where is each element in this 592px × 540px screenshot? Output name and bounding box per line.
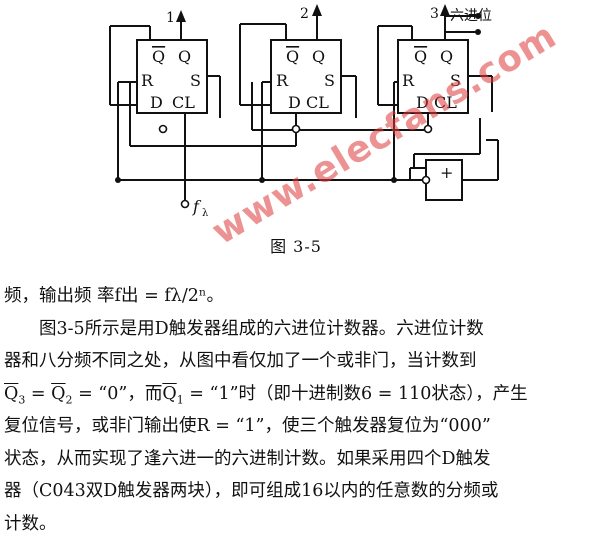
ff2-s-label: S (324, 71, 335, 90)
line4-end: = “1”时（即十进制数6 = 110状态），产生 (184, 384, 528, 404)
ff2-cl-label: CL (306, 93, 329, 112)
ff3-r-label: R (402, 71, 415, 90)
ff2-d-label: D (288, 93, 301, 112)
text-line-8: 计数。 (4, 508, 590, 540)
figure-caption: 图 3-5 (0, 233, 592, 257)
gate-symbol: + (440, 163, 453, 182)
input-label: f (192, 197, 202, 216)
q1-sub: 1 (177, 393, 184, 406)
q3-bar: Q (4, 384, 18, 404)
ff1-qbar-label: Q (152, 47, 165, 66)
text-line-3: 器和八分频不同之处，从图中看仅加了一个或非门，当计数到 (4, 345, 590, 378)
ff1-s-label: S (190, 71, 201, 90)
output-label-3: 3 (430, 6, 439, 22)
ff1-r-label: R (141, 71, 154, 90)
text-line-6: 状态，从而实现了逢六进一的六进制计数。如果采用四个D触发 (4, 443, 590, 476)
ff2-qbar-label: Q (286, 47, 299, 66)
text-line-4: Q3 = Q2 = “0”，而Q1 = “1”时（即十进制数6 = 110状态）… (4, 378, 590, 411)
q2-bar: Q (51, 384, 65, 404)
ff1-q-label: Q (178, 47, 191, 66)
q1-bar: Q (162, 384, 176, 404)
line4-mid: = “0”，而 (73, 384, 163, 404)
ff2-q-label: Q (312, 47, 325, 66)
text-line-1: 频，输出频 率f出 = fλ/2ⁿ。 (4, 280, 590, 313)
text-line-7: 器（C043双D触发器两块），即可组成16以内的任意数的分频或 (4, 475, 590, 508)
ff2-r-label: R (276, 71, 289, 90)
eq-1: = (25, 384, 51, 404)
q2-sub: 2 (66, 393, 73, 406)
ff1-cl-label: CL (172, 93, 195, 112)
text-line-2-content: 图3-5所示是用D触发器组成的六进位计数器。六进位计数 (39, 319, 484, 339)
output-label-1: 1 (166, 10, 175, 26)
ff3-q-label: Q (440, 47, 453, 66)
text-line-2: 图3-5所示是用D触发器组成的六进位计数器。六进位计数 (4, 313, 590, 346)
text-line-5: 复位信号，或非门输出使R = “1”，使三个触发器复位为“000” (4, 410, 590, 443)
ff1-d-label: D (150, 93, 163, 112)
output-label-2: 2 (300, 6, 309, 22)
body-text: 频，输出频 率f出 = fλ/2ⁿ。 图3-5所示是用D触发器组成的六进位计数器… (4, 280, 590, 540)
ff3-qbar-label: Q (414, 47, 427, 66)
output-note: 六进位 (450, 8, 492, 24)
